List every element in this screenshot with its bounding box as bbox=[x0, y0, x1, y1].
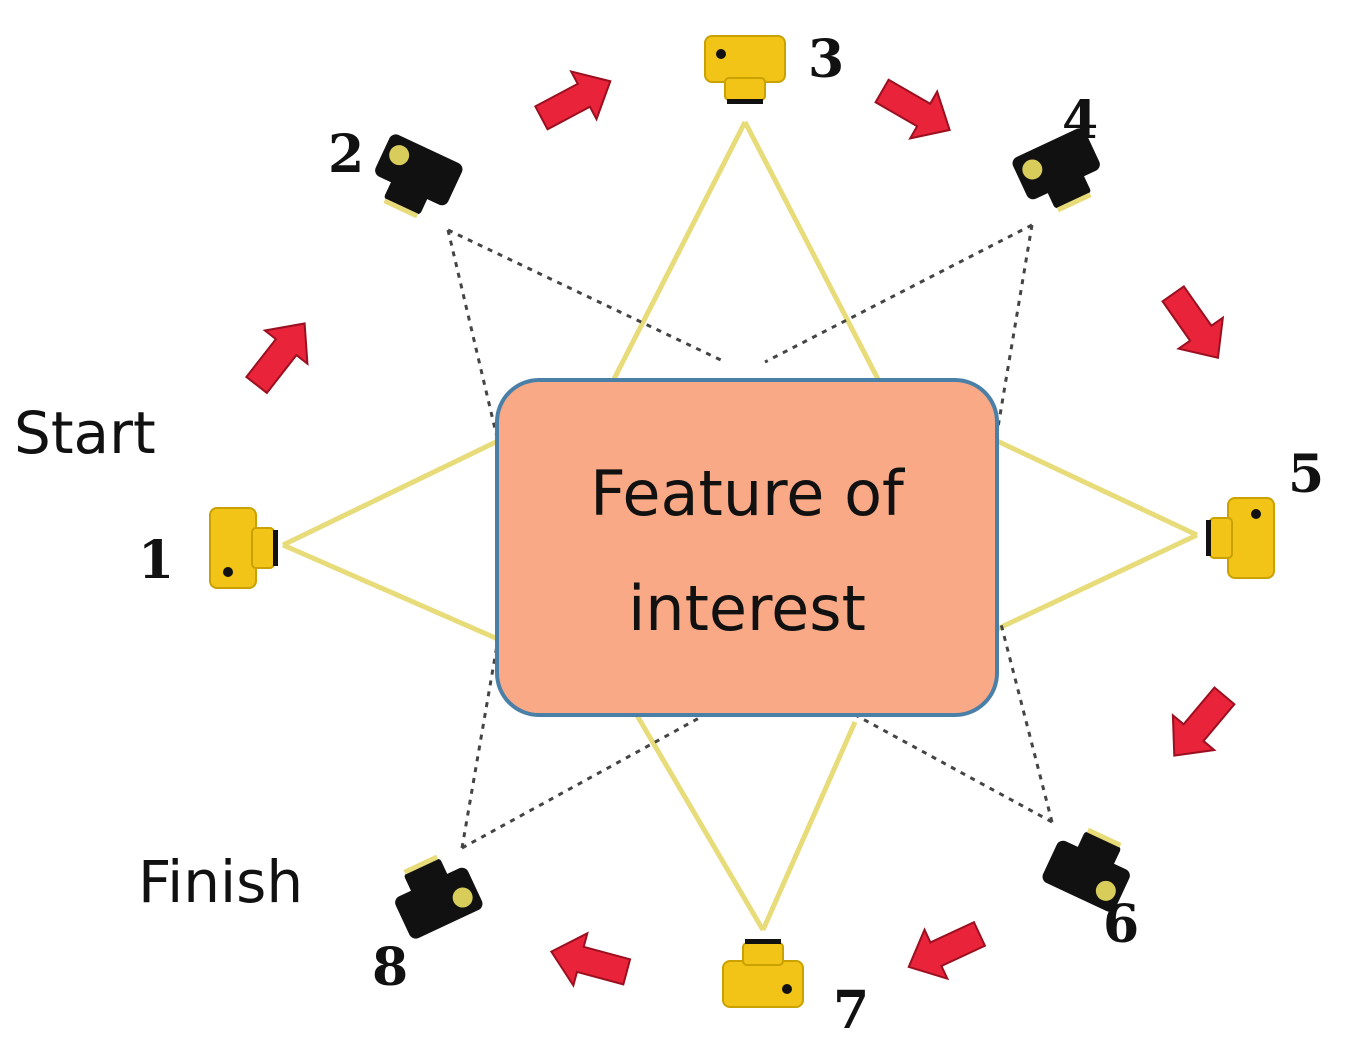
dotted-sight-lines bbox=[446, 223, 1054, 850]
camera-8 bbox=[383, 845, 485, 941]
arrow-6-to-7 bbox=[896, 908, 992, 993]
camera-6-label: 6 bbox=[1103, 894, 1139, 955]
feature-of-interest-box: Feature of interest bbox=[495, 378, 999, 717]
camera-3-label: 3 bbox=[808, 29, 844, 90]
arrow-3-to-4 bbox=[867, 66, 965, 155]
camera-1-label: 1 bbox=[138, 530, 174, 591]
finish-label: Finish bbox=[138, 848, 303, 916]
camera-7 bbox=[722, 938, 804, 1008]
arrow-1-to-2 bbox=[234, 305, 327, 403]
camera-8-label: 8 bbox=[372, 937, 408, 998]
camera-7-label: 7 bbox=[833, 980, 869, 1041]
arrow-5-to-6 bbox=[1152, 677, 1247, 774]
camera-2 bbox=[363, 132, 465, 228]
camera-5 bbox=[1205, 497, 1275, 579]
camera-2-label: 2 bbox=[328, 124, 364, 185]
camera-5-label: 5 bbox=[1288, 444, 1324, 505]
camera-4-label: 4 bbox=[1062, 90, 1098, 151]
camera-1 bbox=[209, 507, 279, 589]
yellow-sight-lines bbox=[281, 120, 1199, 932]
arrow-4-to-5 bbox=[1150, 277, 1242, 375]
arrow-2-to-3 bbox=[527, 56, 624, 143]
start-label: Start bbox=[14, 399, 156, 467]
feature-box-line2: interest bbox=[628, 572, 866, 645]
camera-3 bbox=[704, 35, 786, 105]
feature-box-line1: Feature of bbox=[590, 457, 906, 530]
arrow-7-to-8 bbox=[543, 924, 635, 999]
